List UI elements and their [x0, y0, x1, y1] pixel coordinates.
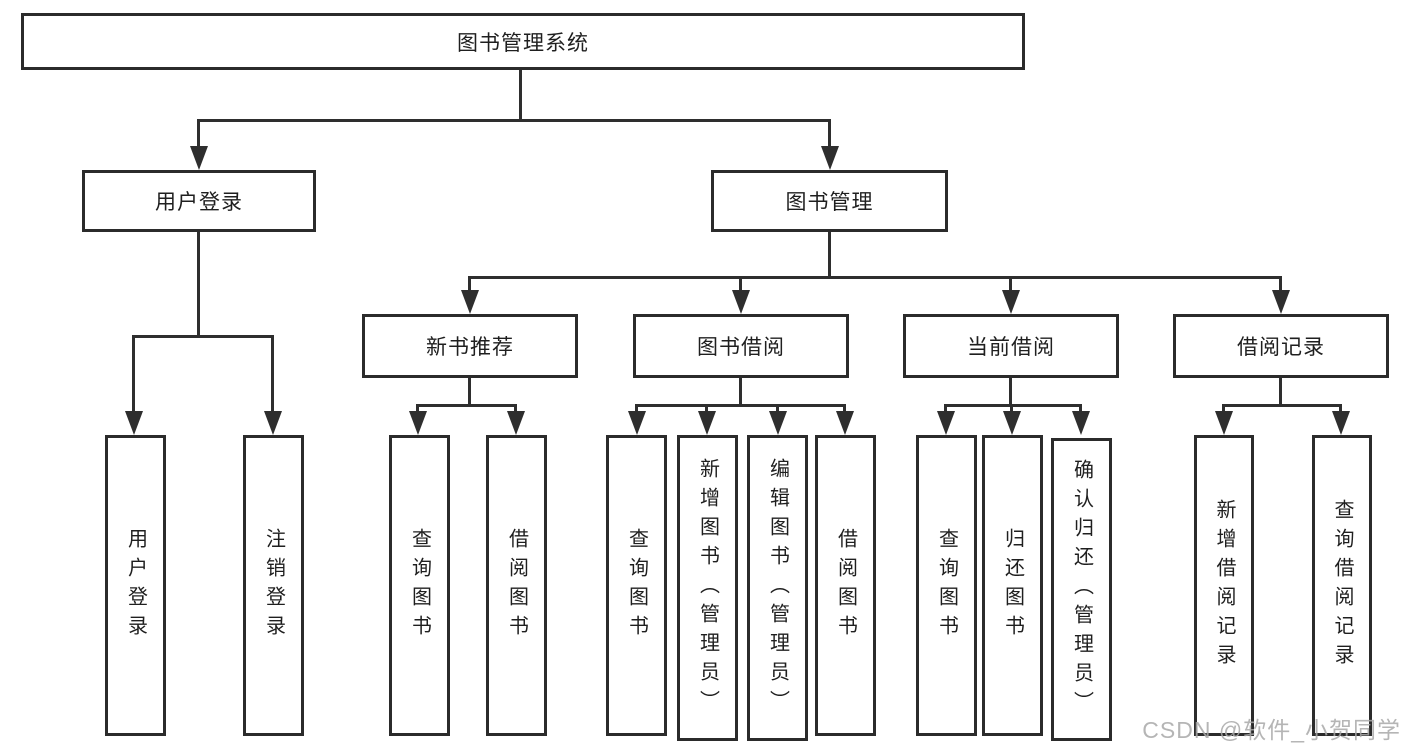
node-current-borrow: 当前借阅: [903, 314, 1119, 378]
leaf-query-book: 查询图书: [606, 435, 667, 736]
connector-stub: [1339, 404, 1342, 413]
arrow-down-icon: [628, 411, 646, 435]
node-book-mgmt: 图书管理: [711, 170, 948, 232]
arrow-down-icon: [461, 290, 479, 314]
arrow-down-icon: [769, 411, 787, 435]
connector-stub-leaf-logout: [271, 335, 274, 413]
arrow-down-icon: [1072, 411, 1090, 435]
connector-borrow-record-split: [1222, 404, 1342, 407]
connector-stub: [1079, 404, 1082, 413]
arrow-down-icon: [190, 146, 208, 170]
arrow-down-icon: [1272, 290, 1290, 314]
connector-stub-leaf-user-login: [132, 335, 135, 413]
connector-new-book-rec-trunk: [468, 378, 471, 406]
leaf-edit-book-admin: 编辑图书（管理员）: [747, 435, 808, 741]
arrow-down-icon: [1002, 290, 1020, 314]
connector-stub-borrow-record: [1279, 276, 1282, 292]
connector-stub: [514, 404, 517, 413]
leaf-return-book: 归还图书: [982, 435, 1043, 736]
connector-stub: [635, 404, 638, 413]
connector-stub: [843, 404, 846, 413]
connector-stub: [705, 404, 708, 413]
connector-book-mgmt-trunk: [828, 232, 831, 277]
node-borrow-record: 借阅记录: [1173, 314, 1389, 378]
arrow-down-icon: [409, 411, 427, 435]
leaf-borrow-book: 借阅图书: [486, 435, 547, 736]
arrow-down-icon: [1215, 411, 1233, 435]
leaf-borrow-book: 借阅图书: [815, 435, 876, 736]
connector-stub-book-borrow: [739, 276, 742, 292]
node-root: 图书管理系统: [21, 13, 1025, 70]
connector-new-book-rec-split: [416, 404, 517, 407]
leaf-confirm-return-admin: 确认归还（管理员）: [1051, 438, 1112, 741]
connector-stub-book-mgmt: [828, 119, 831, 150]
connector-stub: [416, 404, 419, 413]
arrow-down-icon: [507, 411, 525, 435]
connector-user-login-trunk: [197, 232, 200, 335]
node-book-borrow: 图书借阅: [633, 314, 849, 378]
leaf-query-book: 查询图书: [916, 435, 977, 736]
leaf-query-book: 查询图书: [389, 435, 450, 736]
connector-stub-current-borrow: [1009, 276, 1012, 292]
node-new-book-rec: 新书推荐: [362, 314, 578, 378]
leaf-user-login: 用户登录: [105, 435, 166, 736]
connector-root-trunk: [519, 70, 522, 120]
connector-stub-new-book-rec: [468, 276, 471, 292]
csdn-watermark: CSDN @软件_小贺同学: [1142, 717, 1401, 743]
connector-borrow-record-trunk: [1279, 378, 1282, 406]
connector-book-borrow-split: [635, 404, 846, 407]
leaf-add-book-admin: 新增图书（管理员）: [677, 435, 738, 741]
arrow-down-icon: [1003, 411, 1021, 435]
arrow-down-icon: [836, 411, 854, 435]
connector-stub: [944, 404, 947, 413]
connector-level2-split: [468, 276, 1282, 279]
connector-stub: [1010, 404, 1013, 413]
connector-level1-split: [197, 119, 831, 122]
connector-book-borrow-trunk: [739, 378, 742, 406]
leaf-logout: 注销登录: [243, 435, 304, 736]
node-user-login: 用户登录: [82, 170, 316, 232]
connector-user-login-split: [132, 335, 274, 338]
arrow-down-icon: [937, 411, 955, 435]
arrow-down-icon: [698, 411, 716, 435]
connector-stub: [776, 404, 779, 413]
connector-stub-user-login: [197, 119, 200, 150]
leaf-add-borrow-record: 新增借阅记录: [1194, 435, 1254, 736]
arrow-down-icon: [821, 146, 839, 170]
connector-current-borrow-trunk: [1009, 378, 1012, 406]
arrow-down-icon: [732, 290, 750, 314]
connector-stub: [1222, 404, 1225, 413]
arrow-down-icon: [1332, 411, 1350, 435]
arrow-down-icon: [125, 411, 143, 435]
arrow-down-icon: [264, 411, 282, 435]
leaf-query-borrow-record: 查询借阅记录: [1312, 435, 1372, 736]
